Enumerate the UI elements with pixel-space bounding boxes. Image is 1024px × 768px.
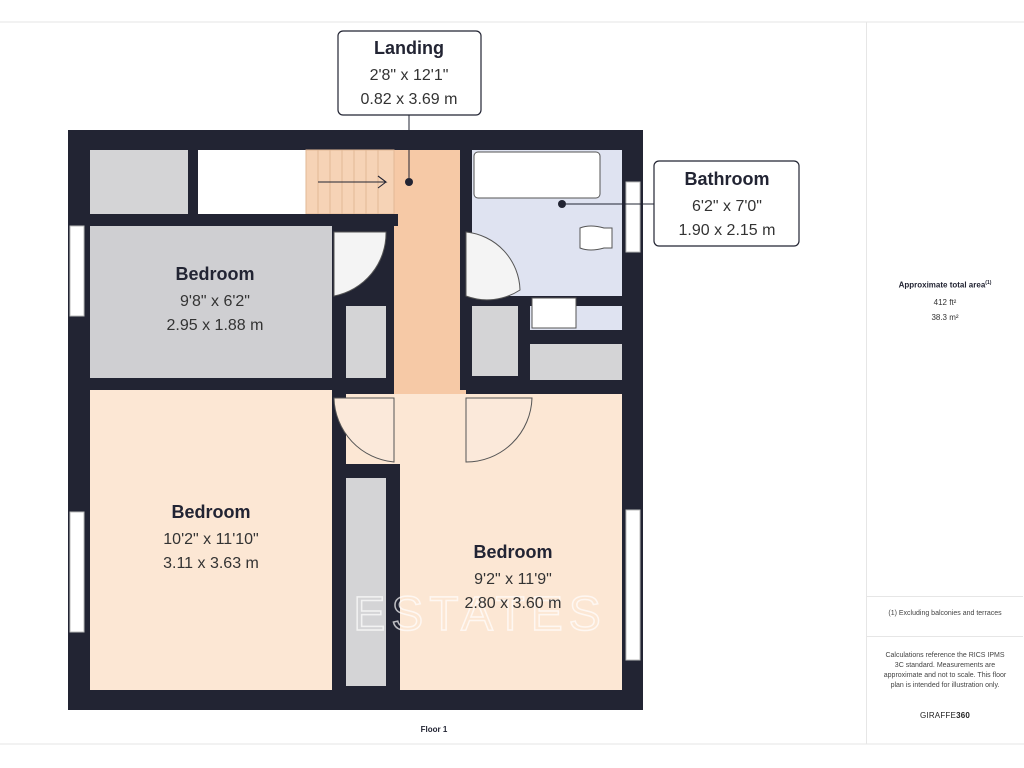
- room-imperial: 6'2" x 7'0": [692, 198, 762, 215]
- brand-logo: GIRAFFE360: [867, 711, 1023, 720]
- total-area-m: 38.3 m²: [931, 313, 959, 322]
- brand-prefix: GIRAFFE: [919, 711, 957, 720]
- footnote: (1) Excluding balconies and terraces: [888, 610, 1002, 617]
- total-area-ft: 412 ft²: [933, 298, 957, 307]
- doors: [333, 231, 533, 463]
- cupboard-right: [530, 344, 622, 384]
- room-name: Bathroom: [685, 169, 770, 189]
- bathroom-point: [558, 200, 566, 208]
- bedroom-left-floor: [90, 390, 332, 690]
- bath-fixtures: [473, 151, 613, 329]
- room-imperial: 9'8" x 6'2": [180, 293, 250, 310]
- watermark-text: ESTATES: [353, 588, 607, 641]
- room-metric: 2.95 x 1.88 m: [167, 317, 264, 334]
- void-top: [198, 150, 306, 214]
- room-imperial: 10'2" x 11'10": [163, 531, 258, 548]
- room-label-bedroom-right: Bedroom 9'2" x 11'9" 2.80 x 3.60 m: [465, 542, 562, 612]
- room-imperial: 2'8" x 12'1": [370, 67, 449, 84]
- windows: [69, 181, 641, 661]
- bedroom-top-floor: [90, 226, 332, 378]
- calculations-note: Calculations reference the RICS IPMS 3C …: [883, 652, 1007, 689]
- room-name: Bedroom: [171, 502, 250, 522]
- room-name: Bedroom: [473, 542, 552, 562]
- cupboard-bottom: [346, 478, 386, 686]
- room-metric: 1.90 x 2.15 m: [679, 222, 776, 239]
- floor-label: Floor 1: [420, 725, 448, 734]
- room-imperial: 9'2" x 11'9": [474, 571, 552, 588]
- room-metric: 0.82 x 3.69 m: [361, 91, 458, 108]
- summary-panel: Approximate total area(1) 412 ft² 38.3 m…: [866, 22, 1023, 744]
- room-metric: 3.11 x 3.63 m: [163, 555, 259, 572]
- room-name: Landing: [374, 38, 444, 58]
- cupboard-mid-right: [472, 306, 518, 376]
- total-area-title: Approximate total area(1): [867, 280, 1023, 290]
- callout-bathroom: Bathroom 6'2" x 7'0" 1.90 x 2.15 m: [653, 160, 800, 247]
- cupboard-mid-left: [346, 298, 386, 378]
- brand-suffix: 360: [956, 711, 971, 720]
- cupboard-top-left: [90, 150, 188, 214]
- divider: [867, 596, 1023, 597]
- landing-point: [405, 178, 413, 186]
- total-area-title-text: Approximate total area: [898, 280, 986, 290]
- divider: [867, 636, 1023, 637]
- total-area-note: (1): [985, 280, 992, 286]
- room-label-bedroom-top: Bedroom 9'8" x 6'2" 2.95 x 1.88 m: [167, 264, 264, 334]
- room-label-bedroom-left: Bedroom 10'2" x 11'10" 3.11 x 3.63 m: [163, 502, 259, 572]
- room-name: Bedroom: [175, 264, 254, 284]
- callout-landing: Landing 2'8" x 12'1" 0.82 x 3.69 m: [337, 30, 482, 116]
- room-metric: 2.80 x 3.60 m: [465, 595, 562, 612]
